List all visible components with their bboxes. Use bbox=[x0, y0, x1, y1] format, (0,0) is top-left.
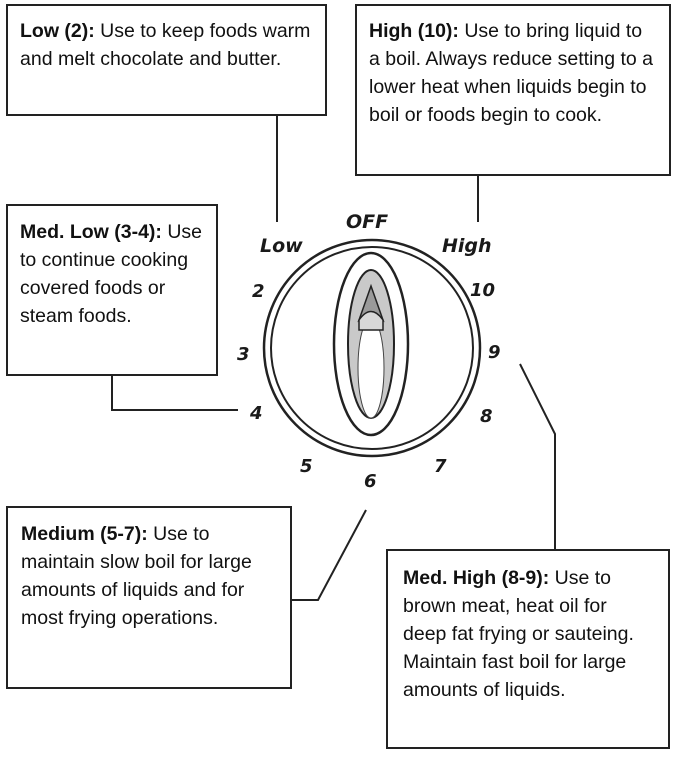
dial-label-5: 5 bbox=[300, 456, 313, 477]
leader-line-medhigh bbox=[519, 363, 556, 549]
callout-low-text: Use to keep foods warm and melt chocolat… bbox=[20, 20, 311, 70]
dial-label-7: 7 bbox=[434, 456, 447, 477]
knob-grip-highlight bbox=[357, 317, 385, 419]
knob-pointer-cap bbox=[358, 310, 384, 331]
callout-high-title: High (10): bbox=[369, 20, 459, 42]
callout-medium: Medium (5-7): Use to maintain slow boil … bbox=[6, 506, 292, 689]
dial-label-6: 6 bbox=[364, 471, 377, 492]
dial-label-low: Low bbox=[260, 235, 303, 257]
dial-label-9: 9 bbox=[488, 342, 501, 363]
callout-high-text: Use to bring liquid to a boil. Always re… bbox=[369, 20, 653, 126]
callout-medium-text: Use to maintain slow boil for large amou… bbox=[21, 523, 252, 629]
callout-med-low-text: Use to continue cooking covered foods or… bbox=[20, 221, 203, 327]
callout-medium-title: Medium (5-7): bbox=[21, 523, 148, 545]
dial-label-4: 4 bbox=[249, 403, 263, 424]
callout-med-high-text: Use to brown meat, heat oil for deep fat… bbox=[403, 567, 634, 701]
callout-med-low: Med. Low (3-4): Use to continue cooking … bbox=[6, 204, 218, 376]
dial-inner-ring bbox=[270, 246, 474, 450]
callout-low: Low (2): Use to keep foods warm and melt… bbox=[6, 4, 327, 116]
dial-label-3: 3 bbox=[237, 344, 250, 365]
callout-high: High (10): Use to bring liquid to a boil… bbox=[355, 4, 671, 176]
dial-label-2: 2 bbox=[252, 281, 265, 302]
leader-line-medium bbox=[292, 509, 367, 601]
callout-med-high-title: Med. High (8-9): bbox=[403, 567, 550, 589]
dial-label-10: 10 bbox=[470, 280, 495, 301]
dial-label-off: OFF bbox=[346, 211, 388, 233]
callout-low-title: Low (2): bbox=[20, 20, 95, 42]
callout-med-low-title: Med. Low (3-4): bbox=[20, 221, 162, 243]
dial-label-8: 8 bbox=[480, 406, 493, 427]
callout-med-high: Med. High (8-9): Use to brown meat, heat… bbox=[386, 549, 670, 749]
dial-label-high: High bbox=[442, 235, 492, 257]
leader-line-medlow bbox=[111, 376, 238, 411]
